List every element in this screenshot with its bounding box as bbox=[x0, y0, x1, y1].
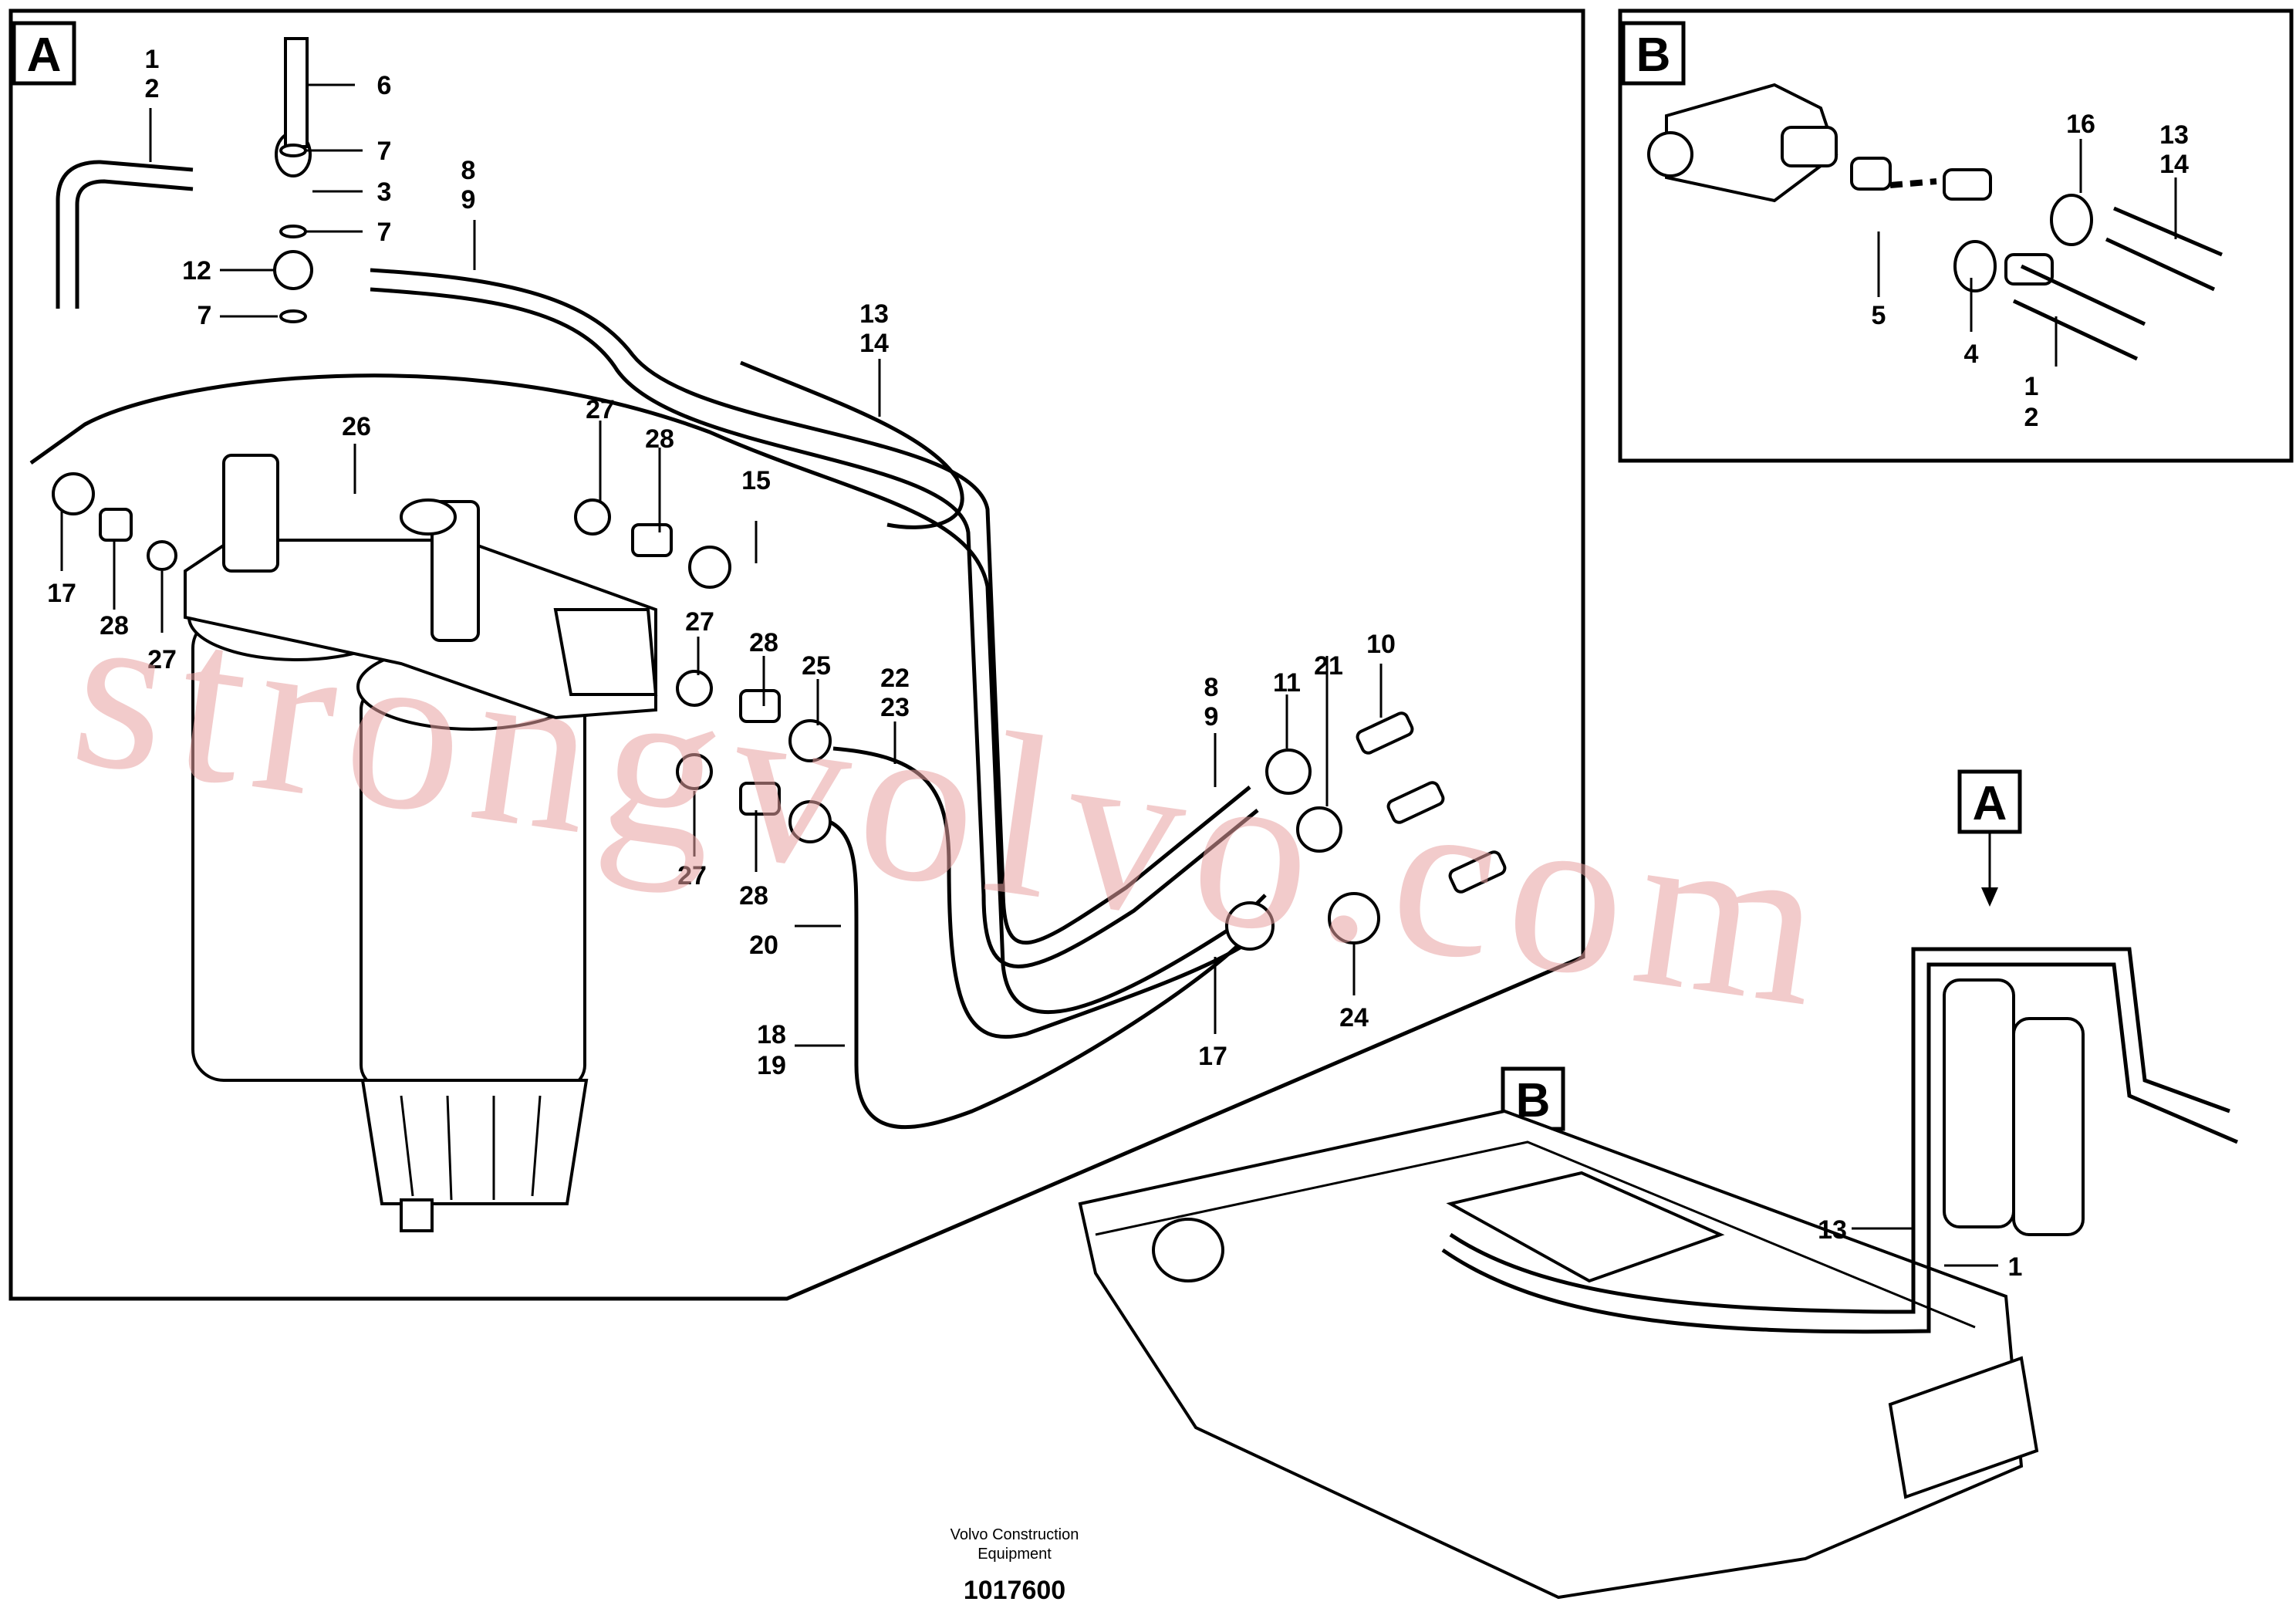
hose-8-9-inner bbox=[370, 287, 1259, 968]
overview-a-label: A bbox=[1973, 777, 2007, 830]
callout: 1 bbox=[2008, 1252, 2023, 1282]
callout: 16 bbox=[2066, 110, 2095, 139]
overview-assembly: A B 13 1 bbox=[1078, 769, 2238, 1600]
callout: 7 bbox=[198, 301, 212, 330]
hose-long-return bbox=[29, 373, 1267, 1015]
filter-head-bracket bbox=[184, 454, 658, 720]
callout: 26 bbox=[342, 412, 371, 441]
panel-a-frame bbox=[8, 8, 1585, 1301]
callout: 6 bbox=[377, 71, 392, 100]
dashed-connection bbox=[1889, 178, 1937, 188]
callout: 8 bbox=[461, 156, 476, 185]
callout: 5 bbox=[1872, 301, 1886, 330]
panel-b-label-box bbox=[1621, 21, 1686, 86]
footer: Volvo Construction Equipment 1017600 bbox=[950, 1526, 1079, 1605]
callout: 3 bbox=[377, 177, 392, 207]
callout: 19 bbox=[757, 1051, 786, 1080]
panel-a: A bbox=[8, 8, 1585, 1301]
callout: 12 bbox=[182, 256, 211, 286]
hose-b-1-2 bbox=[2012, 264, 2146, 361]
callout: 21 bbox=[1314, 651, 1343, 681]
callout: 2 bbox=[2024, 403, 2039, 432]
hose-8-9 bbox=[370, 268, 1251, 945]
leader-lines-a bbox=[60, 83, 1383, 1047]
fittings-row bbox=[52, 37, 1507, 951]
hose-1-2 bbox=[56, 160, 194, 309]
callout: 28 bbox=[645, 424, 674, 454]
hose-18-19 bbox=[817, 816, 1244, 1130]
callout: 1 bbox=[145, 45, 160, 74]
callouts-panel-b: 16 13 14 5 4 1 2 bbox=[1872, 110, 2189, 432]
callout: 17 bbox=[47, 579, 76, 608]
callout: 20 bbox=[749, 931, 778, 960]
callout: 13 bbox=[1818, 1215, 1847, 1245]
quick-coupler-assembly bbox=[1647, 83, 2093, 292]
callout: 7 bbox=[377, 137, 392, 166]
callout: 13 bbox=[859, 299, 889, 329]
callout: 24 bbox=[1339, 1003, 1369, 1032]
callout: 13 bbox=[2159, 120, 2189, 150]
callout: 28 bbox=[749, 628, 778, 657]
callout: 28 bbox=[739, 881, 768, 911]
callout: 9 bbox=[461, 185, 476, 215]
panel-a-label: A bbox=[27, 29, 62, 82]
callout: 18 bbox=[757, 1020, 786, 1049]
callout: 8 bbox=[1204, 673, 1219, 702]
footer-company-line2: Equipment bbox=[977, 1546, 1052, 1563]
leader-lines-b bbox=[1877, 139, 2177, 367]
callout: 28 bbox=[100, 611, 129, 640]
callout: 2 bbox=[145, 74, 160, 103]
drawing-number: 1017600 bbox=[964, 1576, 1065, 1605]
callouts-panel-a: 1 2 6 7 3 7 12 7 8 9 13 14 26 27 28 15 1… bbox=[47, 45, 1396, 1080]
panel-b-label: B bbox=[1636, 29, 1671, 82]
footer-company-line1: Volvo Construction bbox=[950, 1526, 1079, 1543]
callout: 1 bbox=[2024, 372, 2039, 401]
panel-b: B 16 13 14 5 4 1 2 bbox=[1618, 8, 2294, 463]
callout: 14 bbox=[2159, 150, 2189, 179]
fuel-tank bbox=[1078, 1109, 2024, 1600]
callout: 27 bbox=[685, 607, 714, 637]
callout: 17 bbox=[1198, 1042, 1227, 1071]
panel-a-label-box bbox=[12, 21, 76, 86]
overview-a-label-box bbox=[1957, 769, 2022, 834]
callout: 22 bbox=[880, 664, 910, 693]
hose-22-23 bbox=[832, 746, 1251, 1039]
callout: 14 bbox=[859, 329, 889, 358]
callout: 10 bbox=[1366, 630, 1396, 659]
callout: 25 bbox=[802, 651, 831, 681]
callout: 11 bbox=[1273, 668, 1301, 698]
hose-b-13-14 bbox=[2105, 206, 2223, 292]
callout: 23 bbox=[880, 693, 910, 722]
callout: 27 bbox=[677, 861, 707, 890]
callout: 15 bbox=[741, 466, 771, 495]
callout: 27 bbox=[586, 395, 615, 424]
overview-hoses bbox=[1441, 947, 2238, 1334]
callout: 4 bbox=[1964, 340, 1979, 369]
callout: 7 bbox=[377, 218, 392, 247]
callout: 9 bbox=[1204, 702, 1219, 732]
panel-b-frame bbox=[1618, 8, 2294, 463]
callout: 27 bbox=[147, 645, 177, 674]
hose-13-14 bbox=[740, 360, 964, 529]
